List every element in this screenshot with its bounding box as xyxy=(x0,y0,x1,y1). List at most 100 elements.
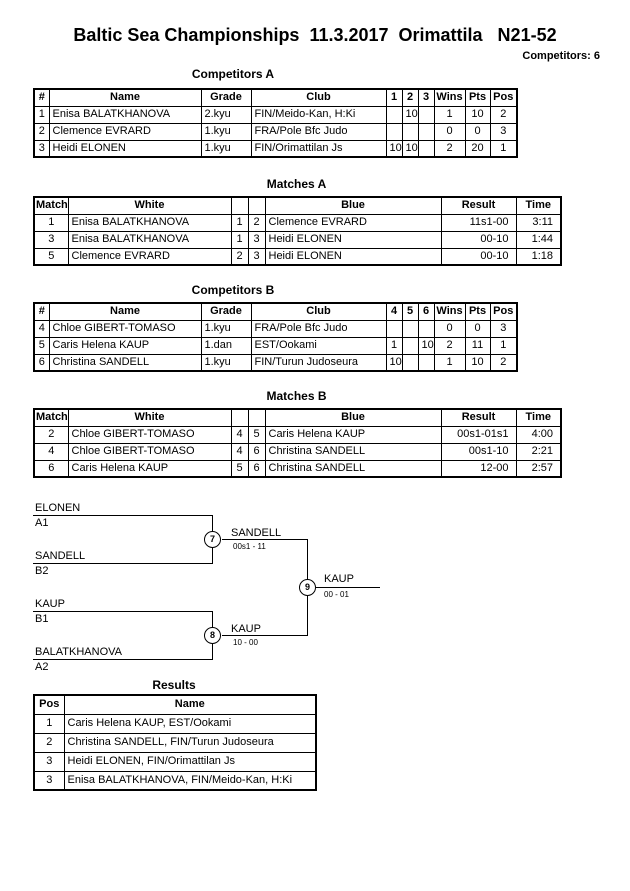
col-white-num xyxy=(230,196,249,215)
cell-grade: 1.kyu xyxy=(200,353,252,372)
cell-wins: 1 xyxy=(433,105,466,124)
cell-white: Caris Helena KAUP xyxy=(67,459,232,478)
cell-name: Enisa BALATKHANOVA, FIN/Meido-Kan, H:Ki xyxy=(63,770,317,791)
cell-wins: 0 xyxy=(433,319,466,338)
matches-a-table: Match White Blue Result Time 1 Enisa BAL… xyxy=(33,196,562,266)
cell-match: 1 xyxy=(33,213,69,232)
table-row: 2 Clemence EVRARD 1.kyu FRA/Pole Bfc Jud… xyxy=(33,122,518,141)
cell-name: Heidi ELONEN xyxy=(48,139,202,158)
page-title: Baltic Sea Championships 11.3.2017 Orima… xyxy=(73,25,557,45)
cell-club: FRA/Pole Bfc Judo xyxy=(250,122,387,141)
header-row: Pos Name xyxy=(33,694,317,715)
col-round-4: 4 xyxy=(385,302,403,321)
table-row: 1 Enisa BALATKHANOVA 2.kyu FIN/Meido-Kan… xyxy=(33,105,518,124)
bracket-player: BALATKHANOVA xyxy=(35,646,123,658)
cell-match: 4 xyxy=(33,442,69,461)
cell-num: 1 xyxy=(33,105,50,124)
cell-pos: 2 xyxy=(489,105,518,124)
bracket-winner: SANDELL xyxy=(231,527,282,539)
cell-blue: Christina SANDELL xyxy=(264,442,442,461)
cell-club: FIN/Turun Judoseura xyxy=(250,353,387,372)
table-row: 2 Christina SANDELL, FIN/Turun Judoseura xyxy=(33,732,317,753)
cell-match: 6 xyxy=(33,459,69,478)
cell-white-num: 2 xyxy=(230,247,249,266)
table-row: 4 Chloe GIBERT-TOMASO 4 6 Christina SAND… xyxy=(33,442,562,461)
cell-wins: 2 xyxy=(433,336,466,355)
cell-name: Christina SANDELL xyxy=(48,353,202,372)
cell-round-5 xyxy=(401,336,419,355)
cell-blue: Heidi ELONEN xyxy=(264,230,442,249)
cell-time: 3:11 xyxy=(515,213,562,232)
competitors-b-heading: Competitors B xyxy=(191,283,275,297)
cell-white: Chloe GIBERT-TOMASO xyxy=(67,425,232,444)
cell-white-num: 1 xyxy=(230,230,249,249)
matches-b-heading: Matches B xyxy=(266,389,327,403)
cell-pts: 10 xyxy=(464,105,491,124)
col-time: Time xyxy=(515,408,562,427)
cell-result: 00s1-10 xyxy=(440,442,517,461)
table-row: 5 Caris Helena KAUP 1.dan EST/Ookami 1 1… xyxy=(33,336,518,355)
cell-name: Caris Helena KAUP, EST/Ookami xyxy=(63,713,317,734)
competitors-a-heading: Competitors A xyxy=(191,67,275,81)
cell-blue-num: 2 xyxy=(247,213,266,232)
bracket-line xyxy=(222,539,308,540)
cell-round-5 xyxy=(401,319,419,338)
results-table: Pos Name 1 Caris Helena KAUP, EST/Ookami… xyxy=(33,694,317,791)
bracket-seed: B2 xyxy=(35,565,49,577)
col-pts: Pts xyxy=(464,302,491,321)
col-match: Match xyxy=(33,408,69,427)
cell-match: 3 xyxy=(33,230,69,249)
bracket-player: KAUP xyxy=(35,598,65,610)
bracket-score: 00 - 01 xyxy=(324,590,349,599)
cell-round-2 xyxy=(401,122,419,141)
cell-blue-num: 6 xyxy=(247,442,266,461)
cell-club: FIN/Orimattilan Js xyxy=(250,139,387,158)
col-num: # xyxy=(33,88,50,107)
bracket-line xyxy=(33,563,213,564)
cell-round-3 xyxy=(417,122,435,141)
table-row: 2 Chloe GIBERT-TOMASO 4 5 Caris Helena K… xyxy=(33,425,562,444)
table-row: 6 Caris Helena KAUP 5 6 Christina SANDEL… xyxy=(33,459,562,478)
cell-white: Chloe GIBERT-TOMASO xyxy=(67,442,232,461)
cell-pos: 3 xyxy=(33,770,65,791)
col-round-2: 2 xyxy=(401,88,419,107)
competitors-a-table: # Name Grade Club 1 2 3 Wins Pts Pos 1 E… xyxy=(33,88,518,158)
cell-pos: 3 xyxy=(489,122,518,141)
cell-result: 00-10 xyxy=(440,230,517,249)
cell-result: 12-00 xyxy=(440,459,517,478)
table-row: 3 Enisa BALATKHANOVA, FIN/Meido-Kan, H:K… xyxy=(33,770,317,791)
cell-grade: 1.kyu xyxy=(200,122,252,141)
cell-name: Christina SANDELL, FIN/Turun Judoseura xyxy=(63,732,317,753)
col-num: # xyxy=(33,302,50,321)
cell-time: 2:57 xyxy=(515,459,562,478)
bracket-line xyxy=(33,611,213,612)
cell-time: 4:00 xyxy=(515,425,562,444)
cell-grade: 1.kyu xyxy=(200,139,252,158)
table-row: 1 Enisa BALATKHANOVA 1 2 Clemence EVRARD… xyxy=(33,213,562,232)
col-round-1: 1 xyxy=(385,88,403,107)
col-result: Result xyxy=(440,196,517,215)
cell-match: 5 xyxy=(33,247,69,266)
cell-blue-num: 5 xyxy=(247,425,266,444)
col-pts: Pts xyxy=(464,88,491,107)
cell-match: 2 xyxy=(33,425,69,444)
cell-white-num: 4 xyxy=(230,442,249,461)
col-pos: Pos xyxy=(489,302,518,321)
bracket-winner: KAUP xyxy=(324,573,354,585)
cell-grade: 1.kyu xyxy=(200,319,252,338)
cell-white: Clemence EVRARD xyxy=(67,247,232,266)
header-row: # Name Grade Club 1 2 3 Wins Pts Pos xyxy=(33,88,518,107)
col-time: Time xyxy=(515,196,562,215)
cell-wins: 0 xyxy=(433,122,466,141)
col-club: Club xyxy=(250,302,387,321)
match-number-badge: 7 xyxy=(204,531,221,548)
header-row: Match White Blue Result Time xyxy=(33,196,562,215)
cell-wins: 2 xyxy=(433,139,466,158)
cell-white-num: 1 xyxy=(230,213,249,232)
elimination-bracket: ELONEN A1 SANDELL B2 SANDELL 00s1 - 11 K… xyxy=(33,498,593,683)
cell-pts: 0 xyxy=(464,122,491,141)
cell-result: 00-10 xyxy=(440,247,517,266)
col-white-num xyxy=(230,408,249,427)
col-club: Club xyxy=(250,88,387,107)
table-row: 3 Heidi ELONEN 1.kyu FIN/Orimattilan Js … xyxy=(33,139,518,158)
